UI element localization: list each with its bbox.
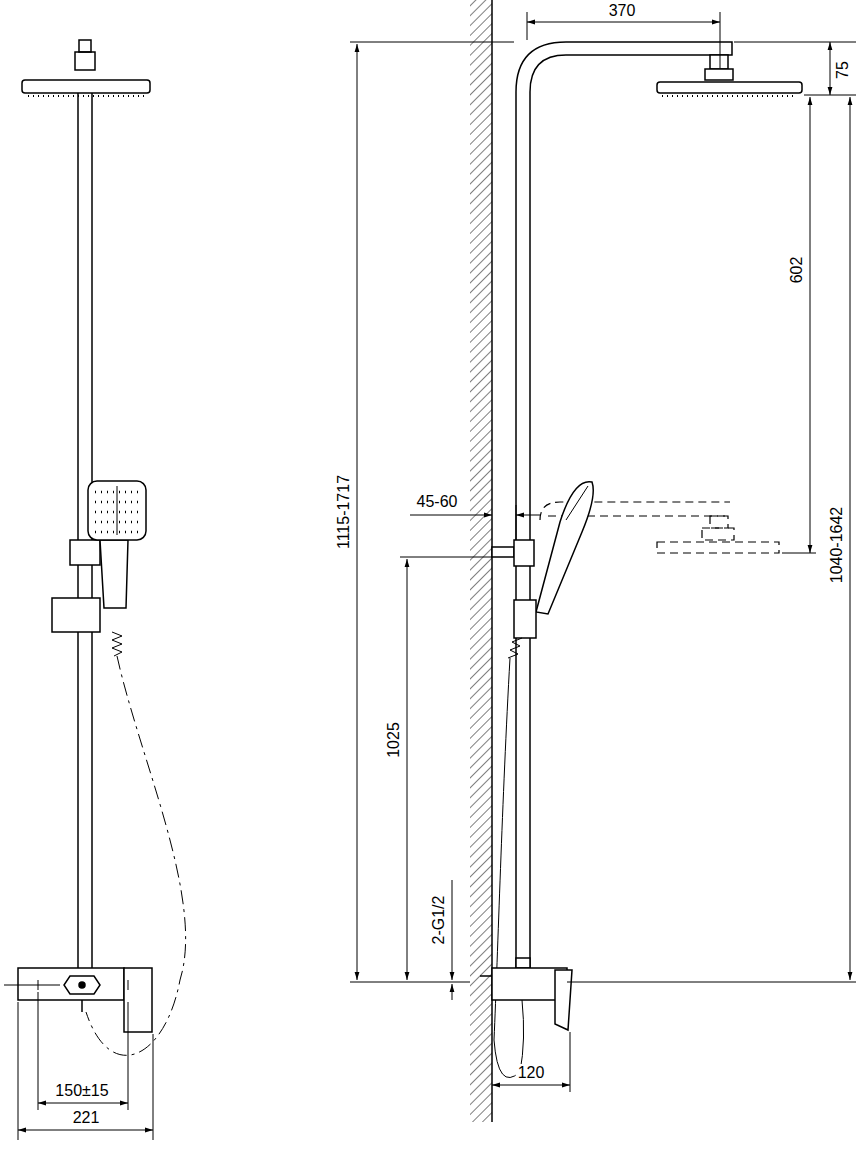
wall-bracket	[492, 547, 514, 557]
nozzles	[28, 95, 144, 97]
side-view	[470, 0, 492, 1122]
holder	[70, 540, 100, 565]
rain-head	[22, 80, 150, 93]
front-view	[4, 40, 186, 1055]
dimension-label: 45-60	[415, 493, 460, 511]
outlet-nut	[64, 976, 100, 994]
side-parts	[480, 42, 802, 1078]
dimension-label: 1115-1717	[335, 473, 353, 551]
hose-coil	[508, 638, 522, 658]
inlet-mark	[128, 980, 129, 990]
hand-split	[117, 486, 118, 535]
nozzles	[662, 95, 796, 97]
mixer-handle	[555, 970, 572, 1030]
hand-face	[566, 486, 588, 520]
hose	[494, 658, 524, 1078]
inlet	[480, 975, 492, 977]
axis	[4, 985, 60, 986]
dimension-label: 221	[71, 1109, 102, 1127]
dimension-lines	[18, 12, 856, 1140]
slider	[52, 598, 100, 632]
hand-head	[88, 481, 146, 540]
pipe	[77, 93, 79, 968]
hose-coil	[112, 632, 122, 656]
outlet-dot	[79, 982, 85, 988]
bracket-collar	[514, 540, 534, 566]
wall-face	[491, 0, 493, 1122]
wall	[470, 0, 492, 1122]
hand-nozzles	[95, 492, 140, 532]
hand-shower	[536, 482, 593, 614]
hand-handle	[100, 540, 128, 608]
inlet-mark	[38, 980, 39, 990]
top-nut	[79, 40, 91, 52]
dimension-label: 602	[788, 255, 806, 286]
dimension-label: 150±15	[53, 1082, 110, 1100]
pipe-nut	[516, 958, 530, 968]
arm-joint	[710, 55, 728, 69]
slider	[514, 600, 536, 638]
arm-nut	[705, 69, 733, 80]
dimension-label: 120	[516, 1064, 547, 1082]
rain-head	[657, 82, 802, 93]
dimension-label: 1025	[385, 720, 403, 760]
dimension-label: 2-G1/2	[430, 894, 448, 947]
dimension-label: 1040-1642	[828, 505, 846, 586]
dimension-label: 370	[607, 2, 638, 20]
outlet	[81, 1000, 83, 1012]
mixer-body	[18, 968, 124, 1000]
arm-joint	[75, 52, 95, 70]
dimension-label: 75	[834, 59, 852, 81]
riser-pipe	[516, 42, 732, 968]
